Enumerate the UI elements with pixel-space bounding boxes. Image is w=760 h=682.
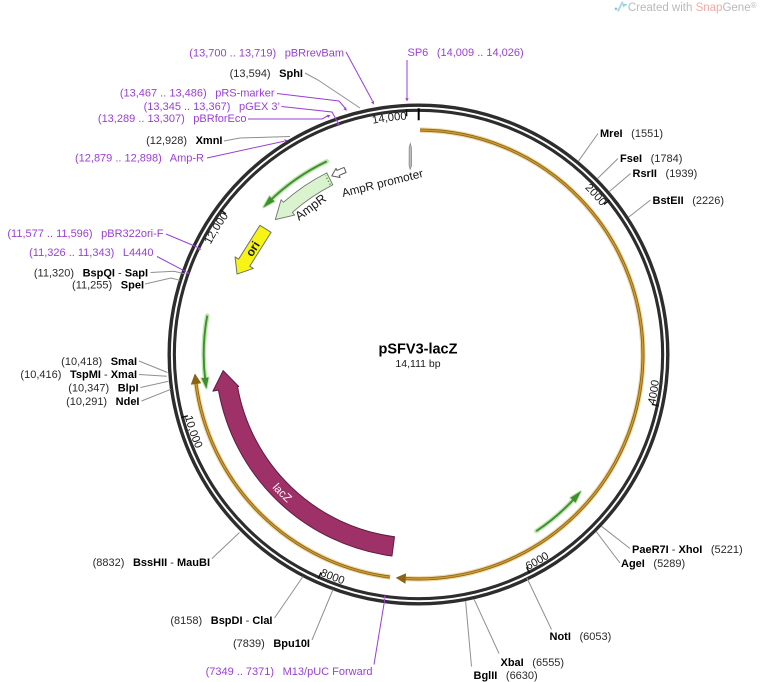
svg-text:0: 0	[330, 572, 340, 585]
svg-text:(13,467 .. 13,486) pRS-marker: (13,467 .. 13,486) pRS-marker	[120, 88, 275, 100]
svg-text:0: 0	[648, 385, 661, 393]
svg-text:(10,418) SmaI: (10,418) SmaI	[61, 356, 137, 368]
svg-text:(10,347) BlpI: (10,347) BlpI	[68, 383, 138, 395]
svg-text:0: 0	[394, 111, 401, 124]
svg-text:(11,255) SpeI: (11,255) SpeI	[72, 280, 144, 292]
svg-text:0: 0	[647, 391, 660, 399]
svg-text:AgeI (5289): AgeI (5289)	[621, 558, 685, 570]
svg-text:l: l	[270, 482, 281, 492]
svg-text:0: 0	[189, 434, 202, 444]
svg-text:1: 1	[202, 235, 216, 246]
svg-text:(7349 .. 7371) M13/pUC Forwar: (7349 .. 7371) M13/pUC Forward	[206, 666, 373, 678]
svg-text:Created with SnapGene®: Created with SnapGene®	[628, 1, 757, 14]
svg-text:NotI (6053): NotI (6053)	[550, 631, 612, 643]
svg-text:(12,928) XmnI: (12,928) XmnI	[146, 135, 222, 147]
svg-text:(13,345 .. 13,367) pGEX 3’: (13,345 .. 13,367) pGEX 3’	[144, 101, 280, 113]
svg-text:0: 0	[540, 550, 552, 563]
svg-text:,: ,	[185, 426, 197, 433]
svg-text:RsrII (1939): RsrII (1939)	[633, 168, 698, 180]
svg-text:MreI (1551): MreI (1551)	[600, 128, 663, 140]
svg-text:6: 6	[524, 559, 535, 573]
svg-text:(13,289 .. 13,307) pBRforEco: (13,289 .. 13,307) pBRforEco	[98, 113, 247, 125]
svg-text:0: 0	[184, 420, 197, 429]
svg-text:XbaI (6555): XbaI (6555)	[501, 657, 565, 669]
svg-text:14,111 bp: 14,111 bp	[395, 358, 440, 370]
svg-text:(13,594) SphI: (13,594) SphI	[230, 68, 303, 80]
svg-text:4: 4	[378, 113, 386, 126]
svg-text:0: 0	[534, 553, 545, 567]
svg-text:SP6 (14,009 .. 14,026): SP6 (14,009 .. 14,026)	[408, 47, 524, 59]
svg-text:0: 0	[186, 429, 199, 439]
svg-text:BstEII (2226): BstEII (2226)	[653, 195, 725, 207]
svg-text:(12,879 .. 12,898) Amp-R: (12,879 .. 12,898) Amp-R	[75, 153, 204, 165]
svg-text:0: 0	[529, 556, 540, 570]
svg-text:0: 0	[649, 379, 662, 387]
svg-text:,: ,	[209, 227, 221, 236]
svg-text:(10,416) TspMI - XmaI: (10,416) TspMI - XmaI	[20, 369, 137, 381]
svg-text:0: 0	[210, 221, 223, 233]
svg-text:0: 0	[191, 440, 204, 450]
svg-text:0: 0	[214, 216, 227, 228]
svg-text:0: 0	[218, 211, 231, 223]
svg-text:0: 0	[324, 569, 334, 582]
svg-text:8: 8	[319, 567, 330, 580]
svg-text:(11,326 .. 11,343) L4440: (11,326 .. 11,343) L4440	[29, 247, 153, 259]
svg-text:2: 2	[206, 229, 220, 240]
svg-text:0: 0	[336, 574, 346, 587]
svg-text:(13,700 .. 13,719) pBRrevBam: (13,700 .. 13,719) pBRrevBam	[189, 48, 344, 60]
svg-text:1: 1	[371, 114, 379, 127]
svg-text:pSFV3-lacZ: pSFV3-lacZ	[379, 342, 458, 358]
svg-text:(8158) BspDI - ClaI: (8158) BspDI - ClaI	[170, 615, 272, 627]
svg-text:(11,577 .. 11,596) pBR322ori-: (11,577 .. 11,596) pBR322ori-F	[7, 228, 163, 240]
svg-text:(11,320) BspQI - SapI: (11,320) BspQI - SapI	[34, 268, 148, 280]
svg-text:(8832) BssHII - MauBI: (8832) BssHII - MauBI	[93, 557, 210, 569]
svg-text:FseI (1784): FseI (1784)	[620, 153, 682, 165]
svg-text:(7839) Bpu10I: (7839) Bpu10I	[233, 638, 310, 650]
svg-text:PaeR7I - XhoI (5221): PaeR7I - XhoI (5221)	[632, 544, 743, 556]
svg-text:ori: ori	[243, 239, 263, 259]
svg-text:4: 4	[646, 397, 659, 406]
svg-text:,: ,	[384, 112, 389, 124]
svg-text:1: 1	[182, 414, 195, 423]
svg-text:(10,291) NdeI: (10,291) NdeI	[66, 396, 139, 408]
svg-text:0: 0	[387, 112, 395, 125]
svg-text:0: 0	[400, 111, 407, 123]
svg-text:BglII (6630): BglII (6630)	[474, 670, 538, 682]
